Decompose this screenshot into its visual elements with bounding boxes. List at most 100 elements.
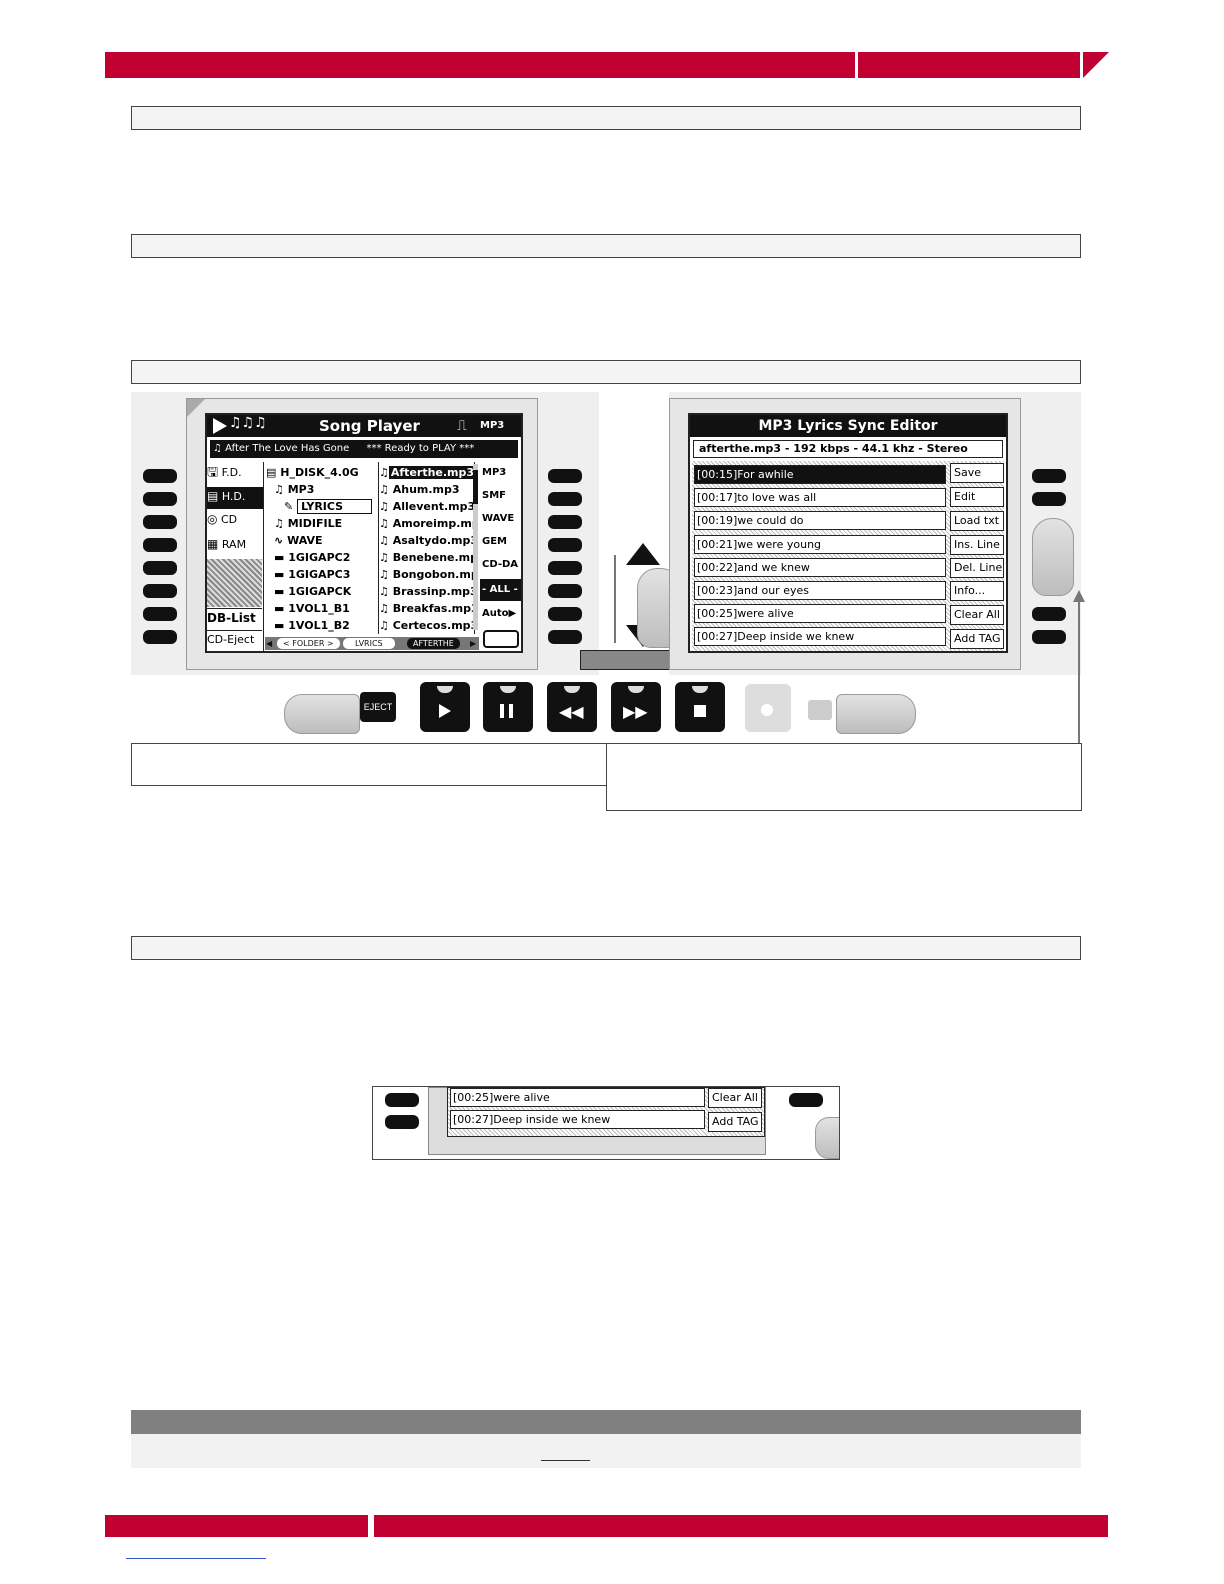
type-all-selected[interactable]: - ALL - [480,579,521,601]
folder-item[interactable]: ∿ WAVE [274,534,323,547]
record-icon [761,704,773,716]
save-button[interactable]: Save [950,463,1004,483]
add-tag-button[interactable]: Add TAG [708,1112,762,1132]
clear-all-button[interactable]: Clear All [950,605,1004,625]
rewind-button[interactable]: ◀◀ [547,682,597,732]
play-button[interactable] [420,682,470,732]
folder-item[interactable]: ▤ H_DISK_4.0G [266,466,359,479]
load-txt-button[interactable]: Load txt [950,511,1004,531]
hw-button-f1[interactable] [548,469,582,483]
path-left-arrow-icon[interactable]: ◀ [266,639,273,648]
hw-button-b[interactable] [143,492,177,506]
eject-button[interactable]: EJECT [360,692,396,722]
lyric-line-selected[interactable]: [00:15]For awhile [694,465,946,484]
hw-button-f8[interactable] [1032,630,1066,644]
device-ram[interactable]: ▦ RAM [207,537,247,551]
device-hd[interactable]: ▤ H.D. [207,487,263,509]
folder-icon: ▬ [274,568,285,581]
hw-button-f7[interactable] [1032,607,1066,621]
folder-item[interactable]: ▬ 1GIGAPCK [274,585,352,598]
lyric-line[interactable]: [00:27]Deep inside we knew [450,1110,705,1129]
file-column: ♫Afterthe.mp3 ♫ Ahum.mp3 ♫ Allevent.mp3 … [379,462,475,634]
type-gem[interactable]: GEM [482,536,507,547]
file-item[interactable]: ♫ Amoreimp.mp3 [379,517,474,530]
scroll-thumb[interactable] [473,470,478,504]
hw-button-a[interactable] [143,469,177,483]
pointer-arrow-line [1078,600,1080,744]
info-button[interactable]: Info... [950,581,1004,601]
hw-button-h[interactable] [143,630,177,644]
scroll-up-arrow-icon [626,543,660,565]
record-button[interactable] [745,684,791,732]
type-wave[interactable]: WAVE [482,513,515,524]
small-button[interactable] [808,700,832,720]
path-current[interactable]: AFTERTHE [407,638,460,649]
path-right-arrow-icon[interactable]: ▶ [470,639,477,648]
add-tag-button[interactable]: Add TAG [950,629,1004,649]
lyric-line[interactable]: [00:25]were alive [450,1088,705,1107]
auto-button[interactable]: Auto▶ [482,608,517,619]
folder-item[interactable]: ▬ 1VOL1_B1 [274,602,350,615]
hw-button-f1[interactable] [1032,469,1066,483]
lyric-line[interactable]: [00:23]and our eyes [694,581,946,600]
lyric-line[interactable]: [00:27]Deep inside we knew [694,627,946,646]
fast-forward-button[interactable]: ▶▶ [611,682,661,732]
hw-button-f[interactable] [143,584,177,598]
hw-button-f3[interactable] [548,515,582,529]
path-folder[interactable]: < FOLDER > [277,638,340,649]
type-smf[interactable]: SMF [482,490,506,501]
lyric-line[interactable]: [00:19]we could do [694,511,946,530]
hw-button-f2[interactable] [1032,492,1066,506]
db-list-button[interactable]: DB-List [207,608,262,631]
lyric-line[interactable]: [00:22]and we knew [694,558,946,577]
file-item[interactable]: ♫ Ahum.mp3 [379,483,460,496]
file-item[interactable]: ♫ Certecos.mp3 [379,619,475,632]
file-item[interactable]: ♫ Allevent.mp3 [379,500,475,513]
hw-button-f7[interactable] [789,1093,823,1107]
lyric-line[interactable]: [00:21]we were young [694,535,946,554]
file-item[interactable]: ♫ Breakfas.mp3 [379,602,475,615]
file-item[interactable]: ♫ Benebene.mp3 [379,551,474,564]
hw-button-h[interactable] [385,1115,419,1129]
clear-all-button[interactable]: Clear All [708,1088,762,1108]
hw-button-c[interactable] [143,515,177,529]
ins-line-button[interactable]: Ins. Line [950,535,1004,555]
edit-button[interactable]: Edit [950,487,1004,507]
hw-button-f2[interactable] [548,492,582,506]
file-scrollbar[interactable] [473,464,478,630]
hw-button-f8[interactable] [548,630,582,644]
hw-button-d[interactable] [143,538,177,552]
loop-icon[interactable] [483,630,519,648]
file-item[interactable]: ♫ Bongobon.mp3 [379,568,474,581]
file-item[interactable]: ♫ Brassinp.mp3 [379,585,475,598]
stop-button[interactable] [675,682,725,732]
device-cd[interactable]: ◎ CD [207,512,238,526]
type-mp3[interactable]: MP3 [482,467,507,478]
folder-item[interactable]: ▬ 1GIGAPC2 [274,551,351,564]
lyric-line[interactable]: [00:25]were alive [694,604,946,623]
lyric-line[interactable]: [00:17]to love was all [694,488,946,507]
file-item-selected[interactable]: ♫Afterthe.mp3 [379,464,473,482]
device-fd[interactable]: 🖫 F.D. [207,465,242,480]
play-icon [439,704,451,718]
folder-item-selected[interactable]: ✎ LYRICS [284,498,373,516]
folder-item[interactable]: ▬ 1GIGAPC3 [274,568,351,581]
pause-button[interactable] [483,682,533,732]
bottom-link-underline[interactable] [126,1558,266,1559]
hw-button-f6[interactable] [548,584,582,598]
type-cd-da[interactable]: CD-DA [482,559,519,570]
folder-item[interactable]: ♫ MP3 [274,483,315,496]
hw-button-g[interactable] [143,607,177,621]
cd-icon: ◎ [207,512,218,526]
cd-eject-button[interactable]: CD-Eject [207,630,262,651]
del-line-button[interactable]: Del. Line [950,558,1004,578]
hw-button-g[interactable] [385,1093,419,1107]
hw-button-e[interactable] [143,561,177,575]
path-lyrics[interactable]: LVRICS [343,638,395,649]
file-item[interactable]: ♫ Asaltydo.mp3 [379,534,475,547]
hw-button-f5[interactable] [548,561,582,575]
folder-item[interactable]: ♫ MIDIFILE [274,517,343,530]
hw-button-f7[interactable] [548,607,582,621]
folder-item[interactable]: ▬ 1VOL1_B2 [274,619,350,632]
hw-button-f4[interactable] [548,538,582,552]
